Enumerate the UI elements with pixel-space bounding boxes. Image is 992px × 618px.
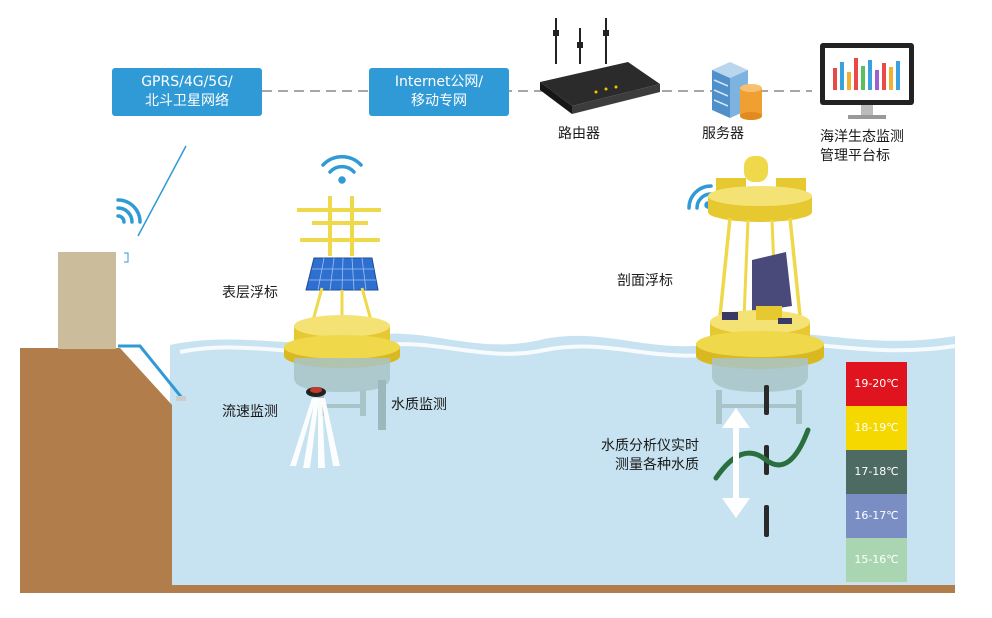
server-icon — [712, 62, 762, 120]
shore-sensor-pipe — [118, 344, 184, 399]
platform-monitor-icon — [820, 43, 914, 119]
seabed — [20, 585, 955, 593]
shore-antenna-bracket — [124, 252, 129, 263]
surface-buoy-label: 表层浮标 — [222, 285, 278, 301]
temperature-scale-cell: 19-20℃ — [846, 362, 907, 406]
water-analyzer-label-line2: 测量各种水质 — [615, 457, 699, 473]
flow-sensor-beams — [290, 398, 340, 468]
surface-buoy-wifi-icon — [321, 155, 363, 184]
internet-network-label-line2: 移动专网 — [411, 93, 467, 109]
router-icon — [540, 18, 660, 114]
shore-uplink-line — [137, 145, 187, 237]
surface-buoy-icon — [284, 155, 400, 468]
profile-sensor-bottom — [764, 505, 769, 537]
wireless-network-badge: GPRS/4G/5G/ 北斗卫星网络 — [112, 68, 262, 116]
wireless-network-label-line2: 北斗卫星网络 — [145, 93, 229, 109]
sea-water — [170, 333, 955, 585]
flow-monitoring-label: 流速监测 — [222, 404, 278, 420]
profile-buoy-wifi-icon — [687, 184, 713, 210]
platform-label: 海洋生态监测 管理平台标 — [820, 128, 904, 166]
profile-vertical-arrow-icon — [722, 408, 750, 518]
temperature-scale-cell: 17-18℃ — [846, 450, 907, 494]
shore-building — [58, 252, 116, 349]
temperature-scale-cell: 18-19℃ — [846, 406, 907, 450]
wireless-network-label-line1: GPRS/4G/5G/ — [141, 74, 233, 90]
temperature-scale-cell: 15-16℃ — [846, 538, 907, 582]
water-analyzer-label: 水质分析仪实时 测量各种水质 — [601, 437, 699, 475]
server-label: 服务器 — [702, 126, 744, 142]
temperature-scale-cell: 16-17℃ — [846, 494, 907, 538]
internet-network-label-line1: Internet公网/ — [394, 74, 484, 90]
shore-wifi-icon — [116, 198, 142, 224]
router-label: 路由器 — [558, 126, 600, 142]
shore-land — [20, 348, 172, 593]
water-quality-label: 水质监测 — [391, 397, 447, 413]
profile-sensor-top — [764, 385, 769, 415]
monitor-bar-chart — [833, 58, 900, 90]
internet-network-badge: Internet公网/ 移动专网 — [369, 68, 509, 116]
profile-cable — [713, 427, 811, 481]
platform-label-line1: 海洋生态监测 — [820, 129, 904, 145]
water-analyzer-label-line1: 水质分析仪实时 — [601, 438, 699, 454]
profile-buoy-label: 剖面浮标 — [617, 273, 673, 289]
profile-buoy-icon — [687, 156, 824, 537]
platform-label-line2: 管理平台标 — [820, 148, 890, 164]
shore-sensor — [176, 396, 186, 401]
